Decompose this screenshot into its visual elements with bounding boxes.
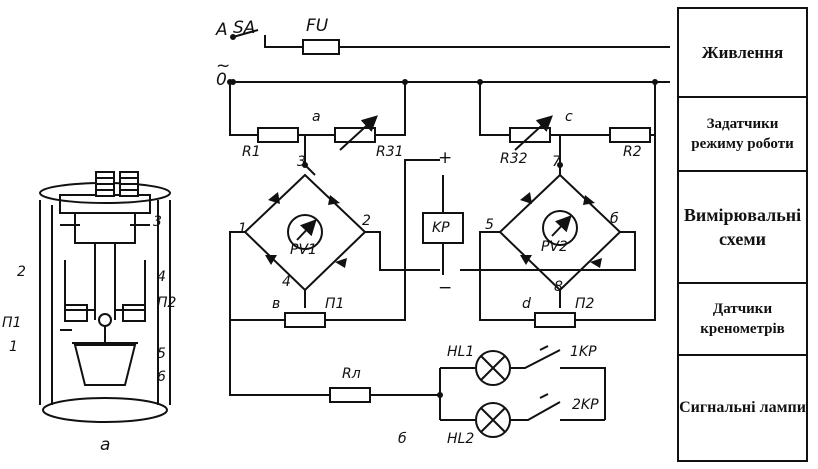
legend-table: Живлення Задатчики режиму роботи Вимірюв… bbox=[677, 7, 808, 462]
sensor-drawing bbox=[39, 171, 171, 423]
label-part-2: 2 bbox=[17, 264, 26, 280]
label-node-1: 1 bbox=[238, 221, 247, 237]
label-node-d: d bbox=[522, 296, 531, 312]
label-node-2: 2 bbox=[362, 213, 371, 229]
label-hl1: HL1 bbox=[447, 344, 475, 360]
label-node-4: 4 bbox=[282, 274, 291, 290]
label-node-v: в bbox=[272, 296, 281, 312]
label-sub-a: а bbox=[100, 435, 111, 455]
label-minus: − bbox=[438, 278, 453, 298]
legend-sensors: Датчики кренометрів bbox=[679, 284, 806, 356]
label-p2: П2 bbox=[575, 296, 595, 312]
label-node-3: 3 bbox=[297, 154, 306, 170]
power-lines bbox=[230, 29, 670, 85]
label-part-3: 3 bbox=[153, 214, 162, 230]
right-measuring-circuit bbox=[460, 82, 656, 328]
label-part-p1: П1 bbox=[2, 315, 22, 331]
label-part-1: 1 bbox=[9, 339, 18, 355]
label-pv1: PV1 bbox=[290, 242, 317, 258]
lamp-circuit bbox=[229, 320, 606, 438]
label-r31: R31 bbox=[376, 144, 404, 160]
label-fu: FU bbox=[306, 16, 329, 36]
label-sub-b: б bbox=[398, 431, 407, 447]
diode-marks bbox=[227, 79, 658, 398]
label-a-terminal: A bbox=[216, 20, 228, 40]
label-kp: KP bbox=[432, 220, 450, 236]
left-measuring-circuit bbox=[229, 82, 440, 328]
label-sa: SA bbox=[233, 18, 256, 38]
label-hl2: HL2 bbox=[447, 431, 475, 447]
legend-measuring: Вимірювальні схеми bbox=[679, 172, 806, 284]
label-plus: + bbox=[438, 148, 453, 168]
label-node-a: a bbox=[312, 109, 321, 125]
label-part-6: 6 bbox=[157, 369, 166, 385]
label-node-7: 7 bbox=[552, 154, 561, 170]
label-node-8: 8 bbox=[554, 279, 563, 295]
label-part-p2: П2 bbox=[157, 295, 177, 311]
label-node-c: c bbox=[565, 109, 573, 125]
label-part-4: 4 bbox=[157, 269, 166, 285]
legend-power: Живлення bbox=[679, 9, 806, 98]
label-ac-zero: ~ 0 bbox=[216, 56, 231, 90]
label-part-5: 5 bbox=[157, 346, 166, 362]
legend-lamps: Сигнальні лампи bbox=[679, 399, 806, 416]
label-r32: R32 bbox=[500, 151, 528, 167]
label-r1: R1 bbox=[242, 144, 261, 160]
legend-setters: Задатчики режиму роботи bbox=[679, 98, 806, 172]
label-node-6: б bbox=[610, 211, 619, 227]
label-pv2: PV2 bbox=[541, 239, 568, 255]
kp-block bbox=[422, 175, 464, 275]
label-p1: П1 bbox=[325, 296, 345, 312]
label-r2: R2 bbox=[623, 144, 642, 160]
label-1kp: 1KP bbox=[570, 344, 597, 360]
label-2kp: 2KP bbox=[572, 397, 599, 413]
label-node-5: 5 bbox=[485, 217, 494, 233]
label-rl: Rл bbox=[342, 366, 361, 382]
